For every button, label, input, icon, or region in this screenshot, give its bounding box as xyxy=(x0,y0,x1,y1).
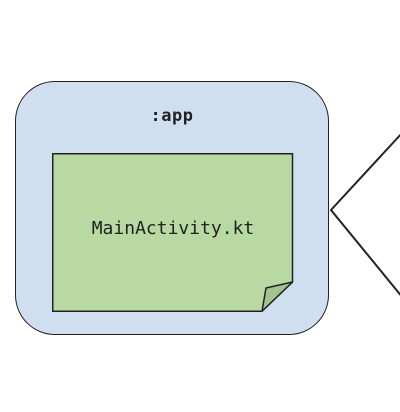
file-name-label: MainActivity.kt xyxy=(91,218,255,239)
module-title: :app xyxy=(150,106,194,126)
connector-lines xyxy=(329,133,400,296)
file-note-shape xyxy=(52,153,294,312)
file-note-fold xyxy=(261,281,294,312)
connector-arrow xyxy=(329,133,400,296)
